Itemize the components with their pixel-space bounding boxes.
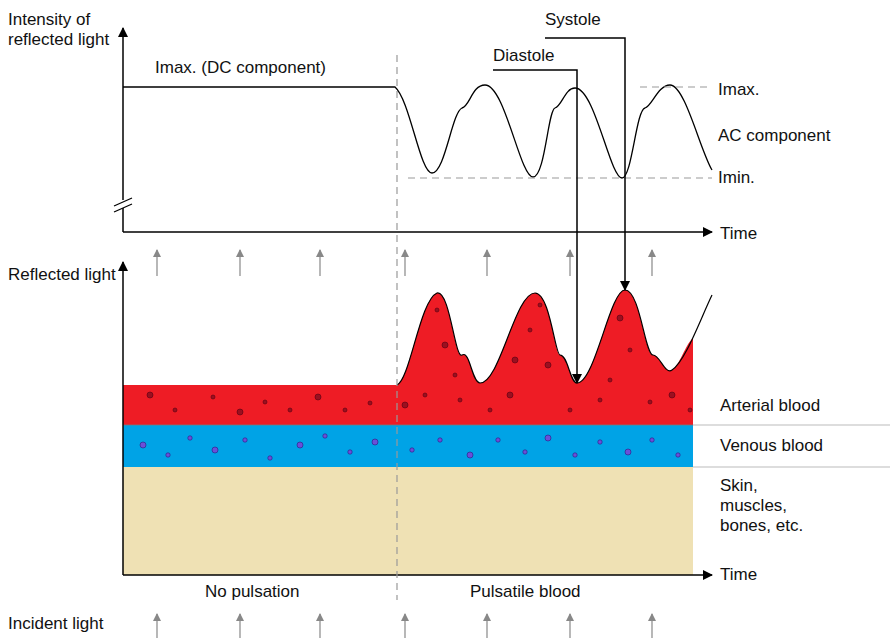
blood-cell bbox=[173, 408, 177, 412]
arterial-band bbox=[123, 290, 693, 425]
incident-arrow bbox=[156, 614, 157, 638]
phase-label: No pulsation bbox=[205, 582, 300, 602]
max-label: Imax. bbox=[718, 80, 760, 100]
blood-cell bbox=[343, 408, 347, 412]
band-label: Venous blood bbox=[720, 436, 823, 456]
blood-cell bbox=[669, 392, 675, 398]
phase-label: Pulsatile blood bbox=[470, 582, 581, 602]
incident-arrow bbox=[486, 614, 487, 638]
blood-cell bbox=[438, 438, 442, 442]
blood-cell bbox=[545, 362, 551, 368]
incident-arrow bbox=[651, 614, 652, 638]
dc-label: Imax. (DC component) bbox=[155, 58, 326, 78]
diastole-leader bbox=[493, 70, 577, 383]
blood-cell bbox=[368, 401, 372, 405]
blood-cell bbox=[211, 395, 215, 399]
phase-divider bbox=[396, 55, 397, 600]
blood-cell bbox=[243, 438, 247, 442]
blood-cell bbox=[297, 442, 303, 448]
blood-cell bbox=[166, 453, 170, 457]
incident-arrow bbox=[569, 614, 570, 638]
incident-arrows bbox=[157, 250, 652, 638]
blood-cell bbox=[648, 400, 652, 404]
blood-cell bbox=[323, 434, 327, 438]
incident-arrow bbox=[319, 614, 320, 638]
incident-arrow bbox=[404, 250, 405, 276]
blood-cell bbox=[528, 328, 532, 332]
max-line bbox=[640, 87, 712, 88]
blood-cell bbox=[688, 408, 692, 412]
incident-arrow bbox=[319, 250, 320, 276]
diastole-label: Diastole bbox=[493, 46, 554, 66]
blood-cell bbox=[545, 435, 551, 441]
blood-cell bbox=[372, 439, 378, 445]
axis-title: Intensity of reflected light bbox=[8, 10, 118, 50]
blood-cell bbox=[598, 440, 602, 444]
blood-cell bbox=[676, 453, 680, 457]
ppg-signal bbox=[123, 85, 712, 178]
band-divider bbox=[693, 425, 890, 426]
band-divider bbox=[693, 467, 890, 468]
blood-cell bbox=[573, 453, 577, 457]
blood-cell bbox=[488, 408, 492, 412]
min-line bbox=[408, 178, 712, 179]
axis-break bbox=[114, 204, 132, 212]
blood-cell bbox=[237, 409, 243, 415]
ac-label: AC component bbox=[718, 126, 830, 146]
blood-cell bbox=[188, 436, 192, 440]
incident-arrow bbox=[486, 250, 487, 276]
blood-cell bbox=[263, 400, 267, 404]
axis-title: Incident light bbox=[8, 614, 103, 634]
blood-cell bbox=[442, 342, 448, 348]
blood-cell bbox=[268, 456, 272, 460]
blood-cell bbox=[212, 447, 218, 453]
blood-cell bbox=[617, 315, 623, 321]
blood-cell bbox=[348, 450, 352, 454]
blood-cell bbox=[507, 392, 513, 398]
systole-leader bbox=[545, 38, 625, 290]
incident-arrow bbox=[156, 250, 157, 276]
incident-arrow bbox=[239, 250, 240, 276]
blood-cell bbox=[288, 408, 292, 412]
tissue-band bbox=[123, 467, 693, 575]
blood-cell bbox=[402, 402, 408, 408]
incident-arrow bbox=[404, 614, 405, 638]
blood-cell bbox=[147, 392, 153, 398]
blood-cell bbox=[625, 449, 631, 455]
blood-cell bbox=[435, 308, 439, 312]
systole-label: Systole bbox=[545, 10, 601, 30]
axis-label: Time bbox=[720, 565, 757, 585]
venous-band bbox=[123, 425, 693, 467]
arterial-outline bbox=[397, 290, 712, 385]
blood-cell bbox=[423, 393, 427, 397]
blood-cell bbox=[315, 394, 321, 400]
axis-title: Reflected light bbox=[8, 265, 118, 285]
blood-cell bbox=[538, 303, 542, 307]
incident-arrow bbox=[651, 250, 652, 276]
min-label: Imin. bbox=[718, 168, 755, 188]
blood-cell bbox=[453, 373, 457, 377]
blood-cell bbox=[410, 448, 414, 452]
blood-cells bbox=[140, 303, 692, 460]
band-label: Skin, muscles, bones, etc. bbox=[720, 476, 820, 536]
x-axis bbox=[123, 231, 712, 233]
blood-cell bbox=[458, 398, 462, 402]
blood-cell bbox=[628, 348, 632, 352]
y-axis bbox=[122, 262, 124, 575]
blood-cell bbox=[523, 450, 527, 454]
incident-arrow bbox=[239, 614, 240, 638]
axis-label: Time bbox=[720, 224, 757, 244]
blood-cell bbox=[608, 378, 612, 382]
blood-cell bbox=[467, 452, 473, 458]
blood-cell bbox=[598, 398, 602, 402]
x-axis bbox=[123, 574, 712, 576]
blood-cell bbox=[512, 357, 518, 363]
band-label: Arterial blood bbox=[720, 396, 820, 416]
blood-cell bbox=[650, 438, 654, 442]
blood-cell bbox=[568, 408, 572, 412]
incident-arrow bbox=[569, 250, 570, 276]
blood-cell bbox=[496, 438, 500, 442]
blood-cell bbox=[140, 442, 146, 448]
